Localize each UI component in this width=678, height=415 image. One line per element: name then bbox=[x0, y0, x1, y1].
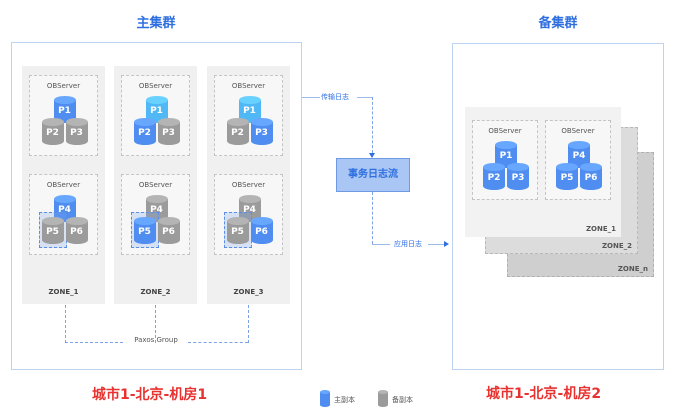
replica-label: P4 bbox=[150, 205, 163, 215]
replica-label: P6 bbox=[584, 173, 598, 183]
paxos-group-label: Paxos Group bbox=[134, 336, 178, 344]
apply-line-b bbox=[428, 244, 444, 245]
replica-primary-icon: P4 bbox=[568, 141, 590, 168]
replica-label: P4 bbox=[243, 205, 256, 215]
legend-primary-icon bbox=[320, 390, 330, 407]
transmit-log-label: 传输日志 bbox=[321, 93, 349, 101]
replica-standby-icon: P4 bbox=[238, 195, 261, 222]
paxos-line-zone2 bbox=[155, 305, 156, 343]
replica-label: P4 bbox=[58, 205, 71, 215]
replica-standby-icon: P5 bbox=[41, 217, 64, 244]
transmit-line-a bbox=[302, 97, 320, 98]
legend-standby-icon bbox=[378, 390, 388, 407]
replica-label: P6 bbox=[70, 227, 83, 237]
replica-standby-icon: P6 bbox=[157, 217, 180, 244]
paxos-line-zone1 bbox=[65, 305, 66, 343]
paxos-line-right bbox=[188, 342, 248, 343]
observer-label: OBServer bbox=[46, 181, 81, 189]
replica-primary-icon: P1 bbox=[53, 96, 76, 123]
apply-line-down bbox=[372, 192, 373, 244]
replica-primary-icon: P2 bbox=[483, 163, 505, 190]
replica-label: P5 bbox=[231, 227, 244, 237]
replica-primary-icon: P5 bbox=[133, 217, 156, 244]
zone-label: ZONE_n bbox=[617, 265, 648, 273]
replica-primary-light-icon: P1 bbox=[238, 96, 261, 123]
primary-site-label: 城市1-北京-机房1 bbox=[92, 387, 208, 403]
replica-standby-icon: P3 bbox=[65, 118, 88, 145]
zone-label: ZONE_2 bbox=[140, 288, 171, 296]
replica-label: P3 bbox=[511, 173, 525, 183]
standby-site-label: 城市1-北京-机房2 bbox=[486, 386, 602, 402]
replica-label: P5 bbox=[560, 173, 574, 183]
replica-label: P4 bbox=[572, 151, 586, 161]
replica-primary-icon: P6 bbox=[580, 163, 602, 190]
zone-label: ZONE_2 bbox=[601, 242, 632, 250]
observer-label: OBServer bbox=[138, 181, 173, 189]
primary-cluster-title: 主集群 bbox=[136, 16, 176, 31]
paxos-line-zone3 bbox=[248, 305, 249, 343]
replica-primary-icon: P2 bbox=[133, 118, 156, 145]
replica-label: P2 bbox=[487, 173, 501, 183]
replica-label: P6 bbox=[255, 227, 268, 237]
observer-label: OBServer bbox=[231, 181, 266, 189]
replica-primary-light-icon: P1 bbox=[145, 96, 168, 123]
replica-primary-icon: P5 bbox=[556, 163, 578, 190]
observer-label: OBServer bbox=[488, 127, 522, 135]
apply-log-label: 应用日志 bbox=[394, 240, 422, 248]
replica-standby-icon: P4 bbox=[145, 195, 168, 222]
observer-label: OBServer bbox=[46, 82, 81, 90]
replica-primary-icon: P3 bbox=[507, 163, 529, 190]
zone-label: ZONE_1 bbox=[585, 225, 616, 233]
replica-primary-icon: P1 bbox=[495, 141, 517, 168]
transmit-line-down bbox=[372, 97, 373, 153]
observer-label: OBServer bbox=[561, 127, 595, 135]
replica-label: P2 bbox=[231, 128, 244, 138]
transaction-log-stream-box: 事务日志流 bbox=[336, 158, 410, 192]
replica-label: P1 bbox=[243, 106, 256, 116]
standby-cluster-title: 备集群 bbox=[538, 16, 578, 31]
arrow-right-icon bbox=[444, 241, 449, 247]
replica-standby-icon: P3 bbox=[157, 118, 180, 145]
replica-label: P3 bbox=[70, 128, 83, 138]
replica-primary-icon: P4 bbox=[53, 195, 76, 222]
replica-label: P2 bbox=[138, 128, 151, 138]
replica-label: P1 bbox=[150, 106, 163, 116]
observer-label: OBServer bbox=[138, 82, 173, 90]
legend-label: 备副本 bbox=[392, 396, 413, 404]
observer-label: OBServer bbox=[231, 82, 266, 90]
replica-label: P6 bbox=[162, 227, 175, 237]
transmit-line-b bbox=[357, 97, 372, 98]
apply-line-a bbox=[372, 244, 390, 245]
replica-standby-icon: P2 bbox=[226, 118, 249, 145]
replica-label: P3 bbox=[162, 128, 175, 138]
arrow-down-icon bbox=[369, 153, 375, 158]
replica-label: P5 bbox=[138, 227, 151, 237]
replica-label: P2 bbox=[46, 128, 59, 138]
replica-standby-icon: P6 bbox=[65, 217, 88, 244]
replica-label: P5 bbox=[46, 227, 59, 237]
zone-label: ZONE_1 bbox=[48, 288, 79, 296]
zone-label: ZONE_3 bbox=[233, 288, 264, 296]
replica-standby-icon: P5 bbox=[226, 217, 249, 244]
replica-standby-icon: P2 bbox=[41, 118, 64, 145]
replica-primary-icon: P6 bbox=[250, 217, 273, 244]
legend-label: 主副本 bbox=[334, 396, 355, 404]
replica-label: P1 bbox=[58, 106, 71, 116]
replica-label: P1 bbox=[499, 151, 513, 161]
replica-primary-icon: P3 bbox=[250, 118, 273, 145]
paxos-line-left bbox=[65, 342, 123, 343]
replica-label: P3 bbox=[255, 128, 268, 138]
